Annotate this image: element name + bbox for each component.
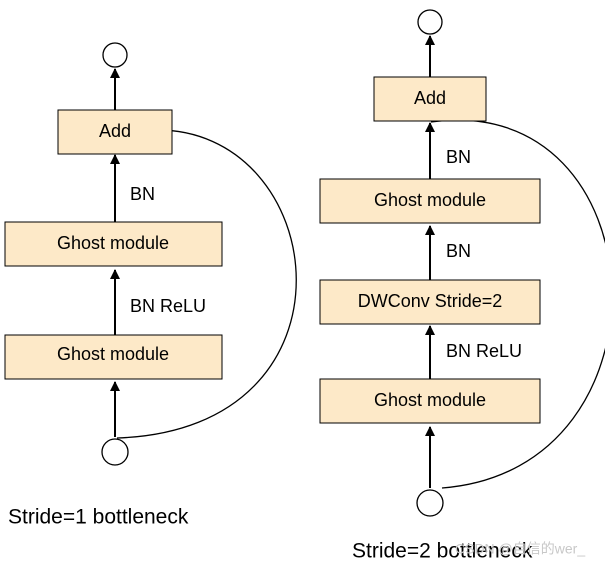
right-add-label: Add <box>414 88 446 108</box>
right-edge-label-bn-middle: BN <box>446 241 471 261</box>
right-edge-label-bn-top: BN <box>446 147 471 167</box>
left-ghost-module-1-box <box>4 221 223 267</box>
left-ghost-module-1-label: Ghost module <box>57 233 169 253</box>
left-ghost-module-2-box <box>4 334 223 380</box>
csdn-watermark: CSDN @自信的wer_ <box>455 541 585 557</box>
left-add-label: Add <box>99 121 131 141</box>
right-output-node <box>417 9 443 35</box>
right-input-node <box>416 489 444 517</box>
right-dwconv-box <box>319 279 541 325</box>
right-edge-label-bn-relu: BN ReLU <box>446 341 522 361</box>
right-dwconv-label: DWConv Stride=2 <box>358 291 503 311</box>
left-edge-label-bn-relu: BN ReLU <box>130 296 206 316</box>
left-caption: Stride=1 bottleneck <box>8 506 189 529</box>
left-edge-label-bn: BN <box>130 184 155 204</box>
right-add-box <box>373 76 487 122</box>
left-skip-connection <box>116 129 297 439</box>
right-ghost-module-2-label: Ghost module <box>374 390 486 410</box>
left-input-node <box>101 438 129 466</box>
stride2-bottleneck: Add Ghost module DWConv Stride=2 Ghost m… <box>319 9 605 563</box>
left-add-box <box>57 109 173 155</box>
left-ghost-module-2-label: Ghost module <box>57 344 169 364</box>
left-output-node <box>102 42 128 68</box>
right-ghost-module-1-label: Ghost module <box>374 190 486 210</box>
right-caption: Stride=2 bottleneck <box>352 540 533 563</box>
stride1-bottleneck: Add Ghost module Ghost module BN BN ReLU… <box>4 42 297 529</box>
right-skip-connection <box>430 119 605 489</box>
right-ghost-module-1-box <box>319 178 541 224</box>
right-ghost-module-2-box <box>319 378 541 424</box>
